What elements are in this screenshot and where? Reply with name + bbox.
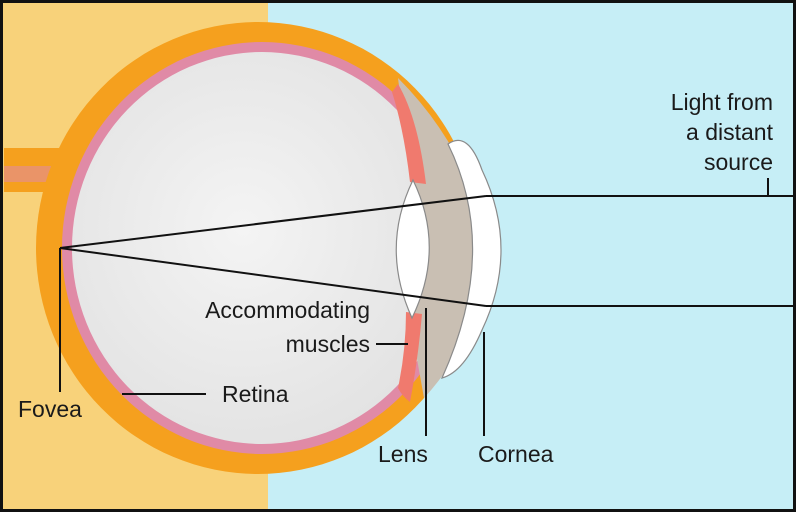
light-source-label-line2: a distant (686, 119, 774, 145)
vitreous-humour (72, 52, 452, 444)
light-source-label-line3: source (704, 149, 773, 175)
fovea-label: Fovea (18, 396, 82, 422)
ciliary-muscle-top (392, 84, 426, 184)
retina-label: Retina (222, 381, 289, 407)
lens-shape (395, 178, 430, 320)
cornea-label: Cornea (478, 441, 554, 467)
light-ray-lower-refracted (59, 247, 487, 307)
ciliary-muscle-bottom (398, 312, 422, 402)
light-source-label-line1: Light from (671, 89, 773, 115)
accommodating-label-line1: Accommodating (205, 297, 370, 323)
cornea-shape (440, 139, 502, 379)
accommodating-label-line2: muscles (286, 331, 370, 357)
lens-label: Lens (378, 441, 428, 467)
light-ray-upper-refracted (59, 195, 487, 249)
